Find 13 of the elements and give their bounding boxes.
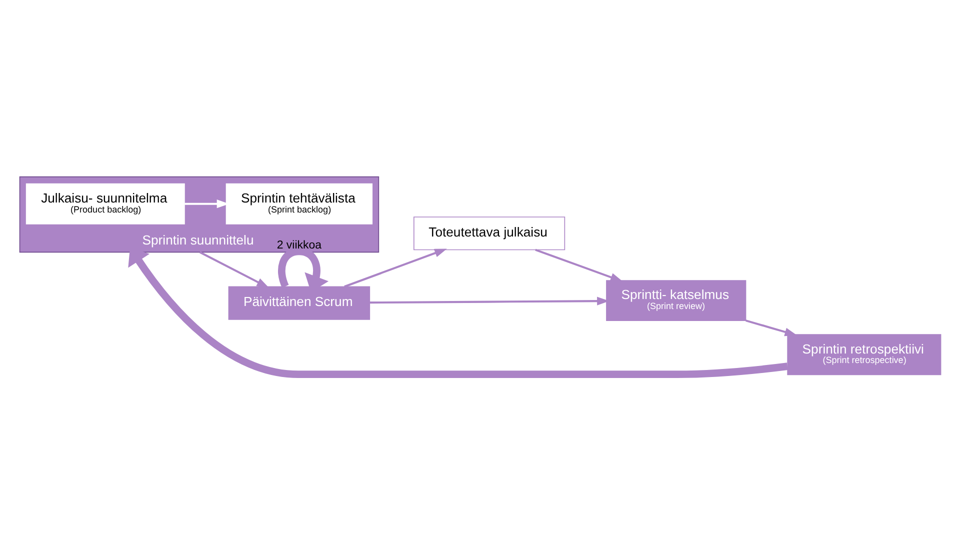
arrow [535,248,623,282]
node-box: Julkaisu- suunnitelma (Product backlog) [26,183,185,224]
arrow [199,251,270,288]
arrow [370,296,610,306]
arrow [128,247,788,378]
node-box: Toteutettava julkaisu [414,216,566,250]
arrow [344,248,447,288]
node-box: Sprintti- katselmus (Sprint review) [606,280,746,322]
node-box: Sprintin tehtävälista (Sprint backlog) [226,183,373,224]
node-box: Päivittäinen Scrum [228,286,370,320]
arrow [746,320,798,336]
node-box: Sprintin retrospektiivi (Sprint retrospective) [787,334,942,376]
edge-label: 2 viikkoa [276,239,322,252]
